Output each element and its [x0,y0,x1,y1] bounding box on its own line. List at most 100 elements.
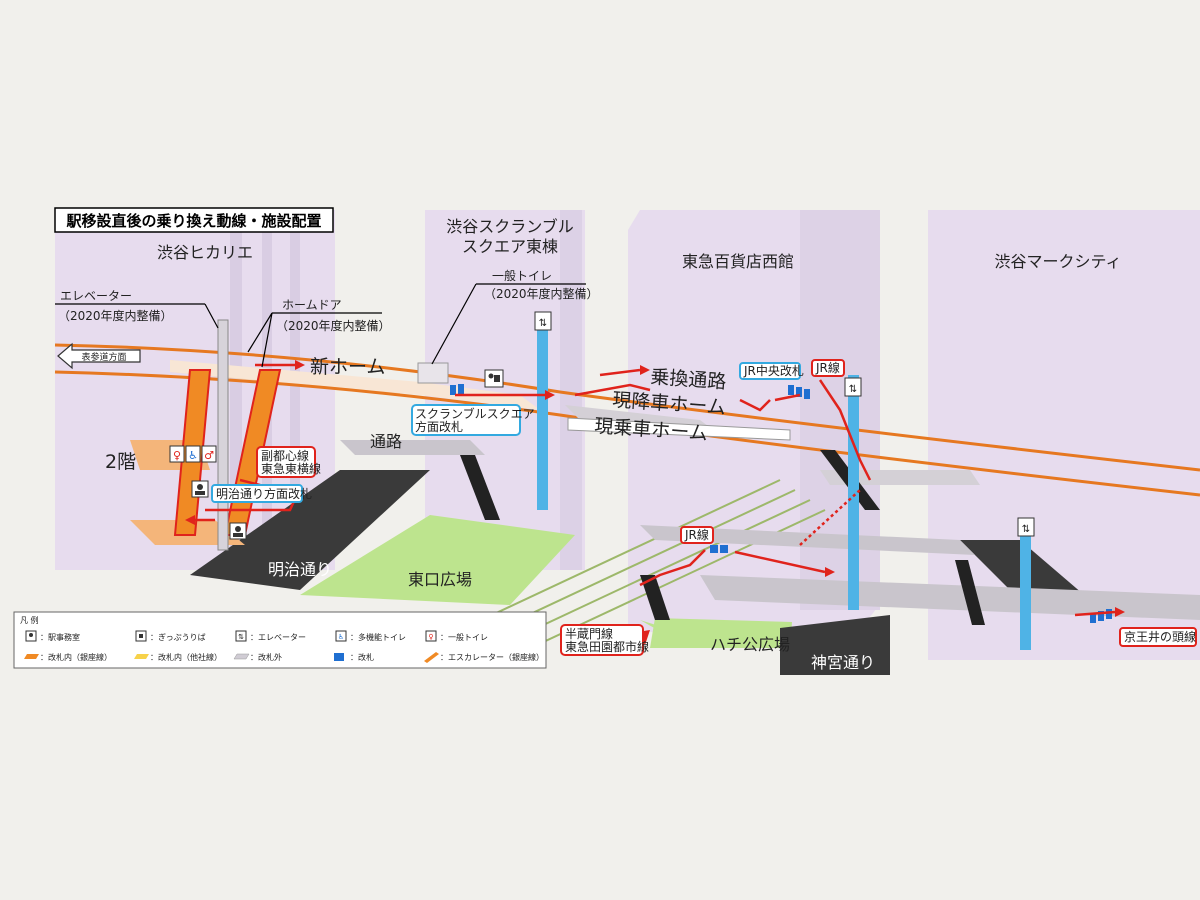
jr-label-lower: JR線 [684,527,709,542]
ticket-gate-icon [334,653,344,661]
new-platform-label: 新ホーム [310,356,385,378]
elevators: ⇅ ⇅ ⇅ [217,311,1035,650]
unpaid-areas [340,405,1200,620]
jr-central-gate-label: JR中央改札 [743,363,804,378]
meiji-gate-box [211,484,303,503]
legend-label: ：エレベーター [250,633,306,642]
jr-central-gate-box [739,362,801,380]
legend-label: ：駅事務室 [40,632,80,642]
keio-label: 京王井の頭線 [1124,629,1196,644]
gate-labels: スクランブルスクエア 方面改札 明治通り方面改札 JR中央改札 [211,362,804,503]
scramble-gate-box [411,404,521,436]
legend-title: 凡 例 [20,615,39,625]
legend-label: ：ぎっぷうりば [150,632,206,642]
station-office-icon [191,480,209,498]
title-text: 駅移設直後の乗り換え動線・施設配置 [65,212,321,230]
svg-text:⇅: ⇅ [849,384,857,395]
svg-text:⇅: ⇅ [1022,524,1030,535]
ticket-gate-icon [710,545,728,553]
toilet-callout-note: （2020年度内整備） [484,286,599,301]
ticket-gate-icon [1090,609,1112,623]
legend-box [13,611,547,669]
hikarie-label: 渋谷ヒカリエ [157,243,253,262]
ticket-office-icon [484,369,504,388]
current-board-platform [567,417,791,441]
ticket-gate-icon [788,385,810,399]
scramble-gate-label-1: スクランブルスクエア [415,406,535,421]
home-door-callout-note: （2020年度内整備） [276,318,391,333]
legend-label: ：多機能トイレ [350,632,406,642]
station-office-icon [229,522,247,540]
transfer-passage-label: 乗換通路 [650,366,727,393]
legend-label: ：エスカレーター（銀座線） [440,652,544,662]
mark-city-label: 渋谷マークシティ [994,252,1121,271]
jingu-road [780,615,890,675]
meiji-road-label: 明治通り [268,560,332,579]
elevator-shaft-scramble [537,325,548,510]
toilet-icon: ♀ [169,445,185,463]
meiji-gate-label: 明治通り方面改札 [216,486,312,501]
toilet-icon: ♀ [425,630,437,642]
other-paid-area-swatch [134,654,149,659]
elevator-shaft-tokyu [848,375,859,610]
svg-text:♀: ♀ [428,633,433,641]
east-plaza-label: 東口広場 [408,570,472,589]
nursing-room-icon [135,630,147,642]
fukutoshin-label-2: 東急東横線 [261,461,321,476]
scramble-label-2: スクエア東棟 [462,237,558,256]
scramble-label-1: 渋谷スクランブル [446,217,574,236]
scramble-gate-label-2: 方面改札 [415,419,463,434]
hanzomon-box [560,624,644,656]
callouts: エレベーター （2020年度内整備） ホームドア （2020年度内整備） 一般ト… [55,268,599,368]
passage-label: 通路 [370,432,402,451]
svg-text:⇅: ⇅ [539,318,547,329]
svg-text:♿: ♿ [338,633,344,641]
omotesando-label: 表参道方面 [81,351,126,363]
toilet-building [417,362,449,384]
jr-label-upper: JR線 [815,360,840,375]
elevator-callout-note: （2020年度内整備） [58,308,173,323]
meiji-road [190,470,430,590]
jr-box-lower [680,526,714,544]
east-plaza [300,515,575,605]
elevator-icon: ⇅ [235,630,247,642]
svg-text:⇅: ⇅ [238,633,244,641]
svg-text:♀: ♀ [173,449,181,462]
floor2-label: 2階 [105,451,136,473]
escalator-icon [424,652,439,663]
facility-icons: ♀ ♿ ♂ [169,362,504,540]
accessible-toilet-icon: ♿ [335,630,347,642]
home-door-callout: ホームドア [282,298,342,312]
line-labels: 副都心線 東急東横線 JR線 JR線 半蔵門線 東急田園都市線 京王井の頭線 [256,359,1197,656]
keio-box [1119,627,1197,647]
building-labels: 渋谷ヒカリエ 渋谷スクランブル スクエア東棟 東急百貨店西館 渋谷マークシティ [157,217,1122,271]
legend-label: ：改札内（銀座線） [40,652,112,662]
legend-label: ：改札外 [250,652,282,662]
fukutoshin-label-1: 副都心線 [261,448,309,463]
elevator-callout: エレベーター [60,289,132,303]
legend-label: ：改札 [350,652,374,662]
elevator-shaft-mark [1020,530,1031,650]
unpaid-area-swatch [233,653,250,660]
hanzomon-label-1: 半蔵門線 [565,626,613,641]
toilet-icon: ♂ [201,445,217,463]
jr-box-upper [811,359,845,377]
fukutoshin-box [256,446,316,478]
omotesando-arrow: 表参道方面 [57,342,141,370]
ticket-gate-icon [450,384,464,395]
station-office-icon [25,630,37,642]
ginza-paid-area-swatch [24,654,39,659]
legend-label: ：一般トイレ [440,632,488,642]
jingu-road-label: 神宮通り [811,653,875,672]
svg-text:♿: ♿ [188,449,198,462]
elevator-icon: ⇅ [534,311,552,331]
accessible-toilet-icon: ♿ [185,445,201,463]
elevator-icon: ⇅ [1017,517,1035,537]
legend: 凡 例 ：駅事務室 ：ぎっぷうりば ⇅ ：エレベーター ♿ ：多機能トイレ ♀ … [13,611,547,669]
elevator-icon: ⇅ [844,377,862,397]
tokyu-west-label: 東急百貨店西館 [682,252,794,271]
toilet-callout: 一般トイレ [492,268,552,283]
legend-label: ：改札内（他社線） [150,652,222,662]
diagram-title: 駅移設直後の乗り換え動線・施設配置 [54,207,334,233]
